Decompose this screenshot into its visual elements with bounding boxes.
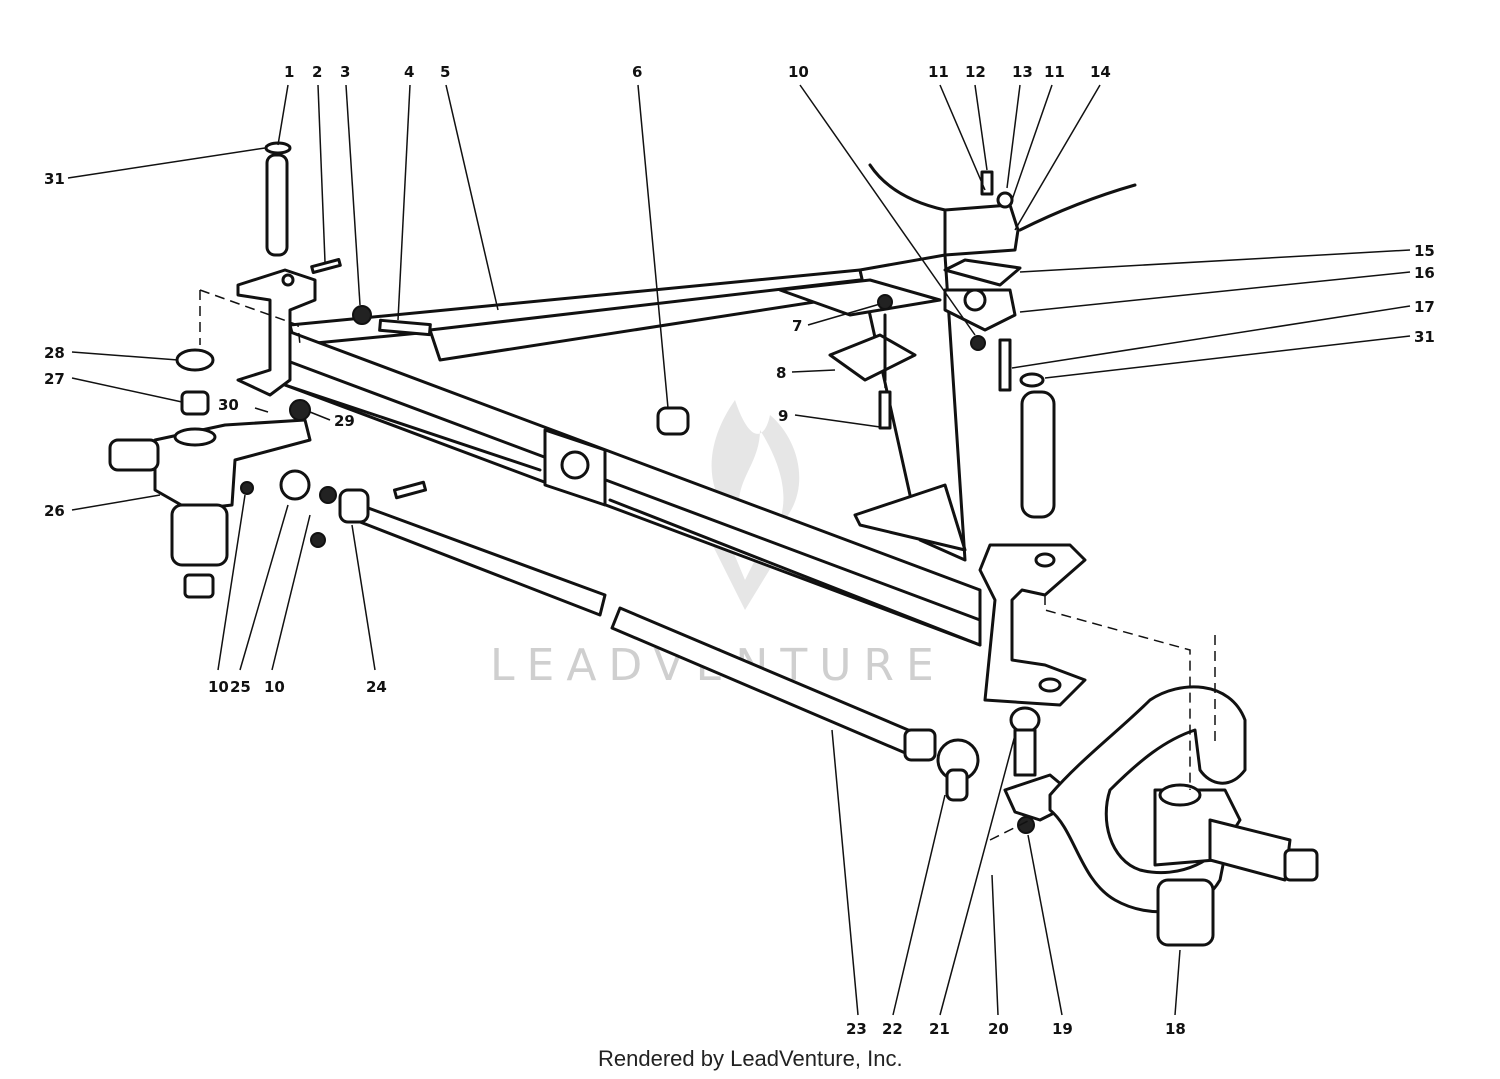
right-pin (1020, 390, 1056, 519)
centerlines (199, 289, 1216, 841)
leader-lines (67, 84, 1411, 1016)
right-frame-bracket (978, 543, 1087, 707)
callout-18: 18 (1165, 1020, 1186, 1038)
callout-13: 13 (1012, 63, 1033, 81)
callout-24: 24 (366, 678, 387, 696)
callout-5: 5 (440, 63, 450, 81)
callout-1: 1 (284, 63, 294, 81)
part-6-spacer (656, 406, 690, 436)
part-9-bolt (878, 390, 892, 430)
part-18-right-spindle-axle (1003, 685, 1319, 947)
callout-14: 14 (1090, 63, 1111, 81)
footer-credit: Rendered by LeadVenture, Inc. (598, 1046, 903, 1071)
left-frame-bracket (236, 268, 317, 397)
part-16-clamp-assembly (868, 163, 1137, 332)
part-1-pin (264, 141, 292, 257)
callout-29: 29 (334, 412, 355, 430)
callout-23: 23 (846, 1020, 867, 1038)
callout-22: 22 (882, 1020, 903, 1038)
part-3-4-bolt-and-nut (352, 305, 432, 337)
callout-2: 2 (312, 63, 322, 81)
callout-30: 30 (218, 396, 239, 414)
callout-31-left: 31 (44, 170, 65, 188)
part-10-nut-right (970, 335, 986, 351)
callout-27: 27 (44, 370, 65, 388)
callout-11-right: 11 (1044, 63, 1065, 81)
callout-10-left-a: 10 (208, 678, 229, 696)
callout-10-top: 10 (788, 63, 809, 81)
part-28-27-bushings (175, 348, 215, 416)
callout-17: 17 (1414, 298, 1435, 316)
callout-12: 12 (965, 63, 986, 81)
part-17-bolt (998, 338, 1012, 392)
callout-6: 6 (632, 63, 642, 81)
part-5-main-frame (283, 253, 982, 647)
callout-26: 26 (44, 502, 65, 520)
callout-8: 8 (776, 364, 786, 382)
callout-15: 15 (1414, 242, 1435, 260)
callout-3: 3 (340, 63, 350, 81)
callout-16: 16 (1414, 264, 1435, 282)
callout-4: 4 (404, 63, 414, 81)
part-2-roll-pin (310, 257, 342, 275)
callout-19: 19 (1052, 1020, 1073, 1038)
callout-11-left: 11 (928, 63, 949, 81)
part-23-tie-rod (310, 480, 922, 757)
part-31-ring-right (1019, 372, 1045, 388)
callout-25: 25 (230, 678, 251, 696)
callout-9: 9 (778, 407, 788, 425)
callout-7: 7 (792, 317, 802, 335)
part-22-ball-joint (903, 728, 980, 802)
callout-28: 28 (44, 344, 65, 362)
part-26-left-spindle (108, 399, 312, 599)
callout-21: 21 (929, 1020, 950, 1038)
callout-10-left-b: 10 (264, 678, 285, 696)
callouts: 1 2 3 4 5 6 10 11 12 13 11 14 15 16 17 3… (44, 63, 1435, 1038)
callout-20: 20 (988, 1020, 1009, 1038)
callout-31-right: 31 (1414, 328, 1435, 346)
part-21-stud (1009, 706, 1041, 777)
